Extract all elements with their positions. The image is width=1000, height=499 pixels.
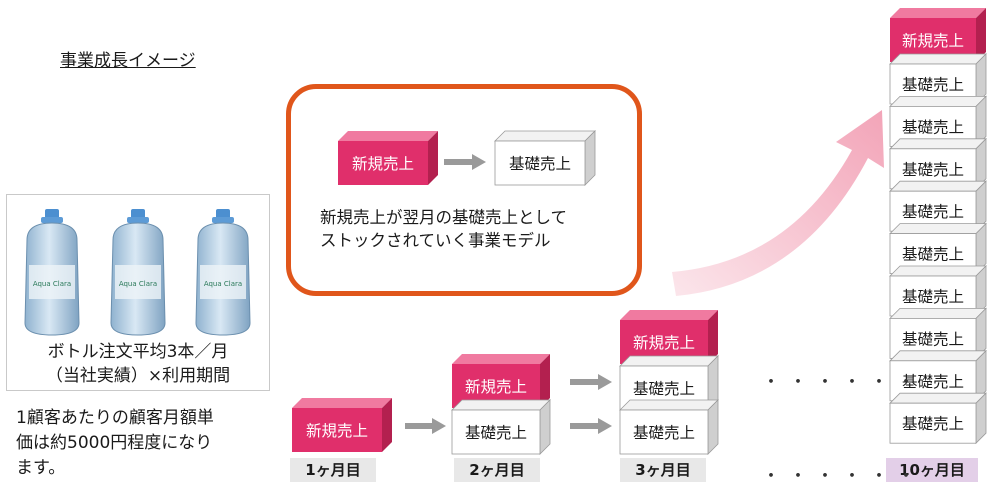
month-label-3: 3ヶ月目 — [620, 458, 706, 482]
bottle-brand-label-2: Aqua Clara — [119, 280, 157, 288]
bottle-caption-line1: ボトル注文平均3本／月 — [47, 342, 229, 362]
month3-base-sales-block-2: 基礎売上 — [619, 399, 719, 455]
month10-base-sales-block-1-label: 基礎売上 — [902, 76, 964, 94]
callout-base-sales-block: 基礎売上 — [494, 130, 596, 186]
month10-base-sales-block-8-label: 基礎売上 — [902, 373, 964, 391]
bottle-brand-label-3: Aqua Clara — [204, 280, 242, 288]
callout-new-sales-block: 新規売上 — [338, 131, 438, 185]
month2-new-sales-block-label: 新規売上 — [465, 378, 527, 396]
month-label-2: 2ヶ月目 — [454, 458, 540, 482]
month10-base-sales-block-7-label: 基礎売上 — [902, 330, 964, 348]
month10-base-sales-block-9-label: 基礎売上 — [902, 415, 964, 433]
arrow-month2-to-3-top — [570, 374, 612, 390]
water-bottles-image: Aqua Clara Aqua Clara Aqua Clara — [24, 209, 251, 336]
page-title: 事業成長イメージ — [60, 51, 196, 71]
arrow-callout — [444, 154, 486, 170]
month2-base-sales-block: 基礎売上 — [451, 399, 551, 455]
month1-new-sales-block-label: 新規売上 — [306, 422, 368, 440]
month2-base-sales-block-label: 基礎売上 — [465, 424, 527, 442]
callout-text-line1: 新規売上が翌月の基礎売上として — [320, 208, 568, 227]
callout-text-line2: ストックされていく事業モデル — [320, 231, 551, 250]
month-label-10: 10ヶ月目 — [886, 458, 978, 482]
bottle-2: Aqua Clara — [110, 209, 166, 336]
arrow-month1-to-2 — [405, 418, 446, 434]
continuation-dots-bottom: ・・・・・・ — [762, 466, 924, 487]
month10-base-sales-block-4-label: 基礎売上 — [902, 203, 964, 221]
month1-new-sales-block: 新規売上 — [292, 398, 392, 452]
continuation-dots-top: ・・・・・・ — [762, 372, 924, 393]
price-note-line1: 1顧客あたりの顧客月額単 — [16, 408, 214, 428]
month-label-1: 1ヶ月目 — [290, 458, 376, 482]
bottle-1: Aqua Clara — [24, 209, 80, 336]
month3-new-sales-block-label: 新規売上 — [633, 334, 695, 352]
bottle-brand-label-1: Aqua Clara — [33, 280, 71, 288]
month10-base-sales-block-5-label: 基礎売上 — [902, 246, 964, 264]
month3-base-sales-block-2-label: 基礎売上 — [633, 424, 695, 442]
growth-arrow — [672, 110, 884, 296]
month10-base-sales-block-6-label: 基礎売上 — [902, 288, 964, 306]
bottle-caption-line2: （当社実績）×利用期間 — [45, 366, 231, 386]
gray-arrows — [405, 154, 612, 434]
callout-new-sales-block-label: 新規売上 — [352, 155, 414, 173]
bottle-3: Aqua Clara — [195, 209, 251, 336]
business-model-callout — [286, 84, 642, 296]
arrow-month2-to-3-bottom — [570, 418, 612, 434]
month10-base-sales-block-2-label: 基礎売上 — [902, 118, 964, 136]
month3-base-sales-block-1-label: 基礎売上 — [633, 380, 695, 398]
callout-description: 新規売上が翌月の基礎売上として ストックされていく事業モデル — [320, 206, 620, 252]
callout-base-sales-block-label: 基礎売上 — [509, 155, 571, 173]
bottle-photo-panel: Aqua Clara Aqua Clara Aqua Clara — [6, 194, 270, 391]
month10-new-sales-block-label: 新規売上 — [902, 32, 964, 50]
month10-base-sales-block-9: 基礎売上 — [889, 392, 987, 445]
month10-base-sales-block-3-label: 基礎売上 — [902, 161, 964, 179]
price-note: 1顧客あたりの顧客月額単 価は約5000円程度になり ます。 — [16, 406, 266, 481]
price-note-line3: ます。 — [16, 458, 66, 478]
bottle-caption: ボトル注文平均3本／月 （当社実績）×利用期間 — [12, 340, 264, 388]
price-note-line2: 価は約5000円程度になり — [16, 433, 213, 453]
